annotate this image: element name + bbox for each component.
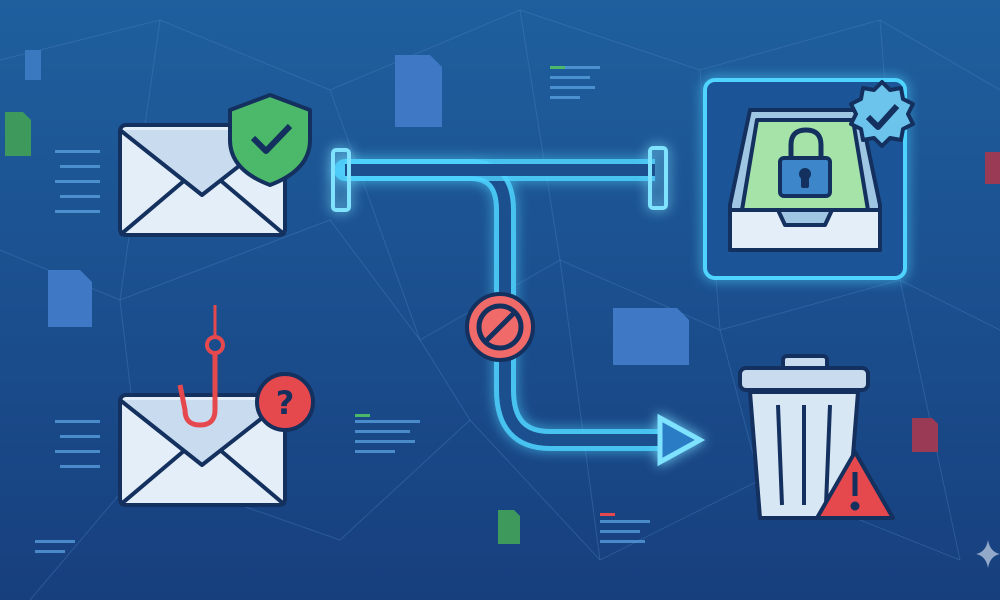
question-mark-glyph: ? — [276, 384, 295, 422]
trash-can-with-warning-icon — [738, 354, 895, 520]
floating-documents — [5, 50, 1000, 553]
locked-inbox-with-verified-badge-icon — [703, 78, 915, 280]
sparkle-icon — [976, 540, 1000, 568]
envelope-with-hook-question-icon: ? — [118, 305, 315, 507]
envelope-with-shield-check-icon — [118, 93, 312, 237]
prohibited-icon — [465, 292, 535, 362]
branching-pipe-icon — [331, 146, 706, 467]
